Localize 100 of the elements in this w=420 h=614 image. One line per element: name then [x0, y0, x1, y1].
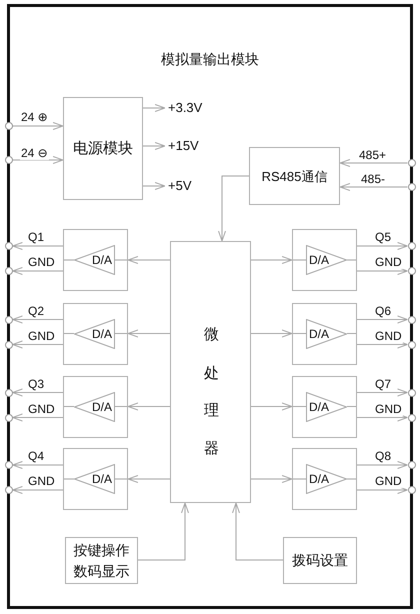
converter-box: [292, 302, 357, 364]
amplifier-triangle: [74, 392, 115, 422]
edge-label: Q7: [374, 376, 392, 390]
terminal: [408, 388, 416, 396]
arrow: [12, 388, 64, 396]
label: D/A: [92, 398, 112, 414]
terminal: [4, 486, 12, 494]
block-label: 按键操作数码显示: [72, 540, 130, 580]
arrow: [356, 267, 408, 275]
edge-label: 24 ⊖: [20, 146, 49, 160]
arrow: [12, 316, 64, 324]
arrow: [356, 316, 408, 324]
terminal: [408, 414, 416, 422]
voltage-label: +3.3V: [168, 100, 212, 116]
converter-box: [292, 448, 357, 510]
edge-label: Q5: [374, 230, 392, 244]
arrow: [12, 122, 64, 130]
edge-label: Q4: [27, 449, 46, 463]
processor-box: [170, 241, 251, 503]
block-label: RS485通信: [262, 168, 328, 186]
arrow: [356, 340, 408, 348]
terminal: [4, 242, 12, 250]
edge-label: Q2: [27, 304, 46, 318]
arrow: [12, 156, 64, 164]
edge-label: GND: [374, 255, 403, 269]
terminal: [4, 122, 12, 130]
label: D/A: [309, 398, 330, 414]
terminal: [408, 267, 416, 275]
arrow: [12, 486, 64, 494]
arrow: [250, 256, 292, 264]
amplifier-triangle: [306, 392, 347, 422]
arrow: [356, 388, 408, 396]
arrow: [250, 475, 292, 483]
arrow: [12, 414, 64, 422]
terminal: [408, 159, 416, 167]
amplifier-triangle: [74, 245, 115, 275]
arrow: [232, 502, 284, 560]
arrow: [340, 183, 408, 191]
amplifier-triangle: [74, 464, 115, 494]
arrow: [128, 256, 170, 264]
arrow: [340, 159, 408, 167]
block-box: [63, 97, 143, 200]
label: D/A: [309, 252, 330, 268]
edge-label: Q1: [27, 230, 46, 244]
block-label: 微处理器: [202, 315, 220, 467]
block-label: 电源模块: [73, 139, 133, 159]
converter-box: [63, 376, 128, 438]
edge-label: 24 ⊕: [20, 110, 49, 124]
terminal: [4, 156, 12, 164]
block-box: [283, 537, 357, 584]
edge-label: GND: [374, 328, 403, 342]
edge-label: Q3: [27, 376, 46, 390]
edge-label: GND: [374, 402, 403, 416]
terminal: [4, 388, 12, 396]
arrow: [128, 330, 170, 338]
block-box: [249, 147, 340, 205]
converter-box: [63, 302, 128, 364]
label: D/A: [92, 326, 112, 342]
amplifier-triangle: [306, 464, 347, 494]
terminal: [408, 486, 416, 494]
arrow: [250, 402, 292, 410]
arrow: [12, 267, 64, 275]
terminal: [408, 242, 416, 250]
terminal: [4, 316, 12, 324]
amplifier-triangle: [74, 318, 115, 348]
converter-box: [63, 229, 128, 291]
converter-box: [63, 448, 128, 510]
label: D/A: [309, 471, 330, 487]
arrow: [142, 182, 166, 190]
arrow: [356, 242, 408, 250]
amplifier-triangle: [306, 318, 347, 348]
arrow: [356, 486, 408, 494]
arrow: [218, 176, 250, 242]
edge-label: 485+: [358, 148, 388, 162]
heading: 模拟量输出模块: [161, 51, 259, 69]
amplifier-triangle: [306, 245, 347, 275]
label: D/A: [92, 252, 112, 268]
block-box: [65, 537, 138, 584]
arrow: [128, 475, 170, 483]
edge-label: GND: [27, 402, 56, 416]
arrow: [128, 402, 170, 410]
converter-box: [292, 376, 357, 438]
terminal: [408, 461, 416, 469]
label: D/A: [309, 326, 330, 342]
arrow: [12, 340, 64, 348]
voltage-label: +15V: [168, 138, 208, 154]
module-frame: [7, 4, 413, 609]
terminal: [408, 340, 416, 348]
voltage-label: +5V: [168, 178, 202, 194]
arrow: [12, 461, 64, 469]
arrow: [142, 142, 166, 150]
edge-label: GND: [27, 328, 56, 342]
terminal: [408, 316, 416, 324]
label: D/A: [92, 471, 112, 487]
arrow: [250, 330, 292, 338]
edge-label: Q8: [374, 449, 392, 463]
converter-box: [292, 229, 357, 291]
arrow: [356, 461, 408, 469]
arrow: [142, 104, 166, 112]
edge-label: GND: [27, 474, 56, 488]
